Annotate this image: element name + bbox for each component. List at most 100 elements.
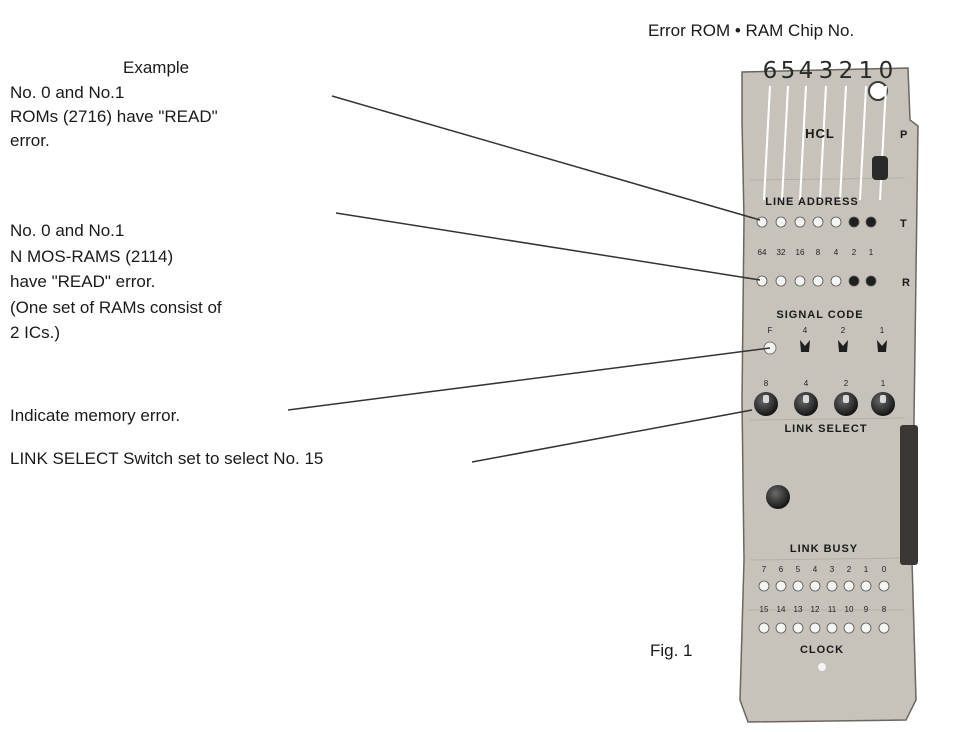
link-busy-number-label: 9 — [864, 605, 869, 614]
chip-digit-5: 5 — [781, 58, 796, 84]
rom-note-line-2: ROMs (2716) have "READ" — [10, 107, 218, 126]
link-busy-number-label: 8 — [882, 605, 887, 614]
signal-code-led — [838, 340, 848, 352]
knob-indicator — [803, 395, 809, 403]
link-select-value-label: 4 — [804, 379, 809, 388]
busy-knob — [766, 485, 790, 509]
figure-caption: Fig. 1 — [650, 641, 693, 660]
link-select-value-label: 1 — [881, 379, 886, 388]
signal-code-led — [800, 340, 810, 352]
example-title: Example — [123, 58, 190, 77]
ram-note-line-2: N MOS-RAMS (2114) — [10, 247, 174, 266]
bit-value-label: 64 — [758, 248, 767, 257]
leader-link-select — [471, 409, 753, 463]
digit-pointer-line — [839, 85, 847, 201]
link-select-knob[interactable] — [794, 392, 818, 416]
line-address-r-led — [794, 275, 806, 287]
leader-ram — [335, 212, 761, 281]
link-busy-number-label: 1 — [864, 565, 869, 574]
knob-indicator — [843, 395, 849, 403]
bit-value-label: 2 — [852, 248, 857, 257]
link-busy-number-label: 15 — [760, 605, 769, 614]
link-busy-number-label: 2 — [847, 565, 852, 574]
chip-digit-6: 6 — [763, 58, 778, 84]
link-busy-led — [878, 580, 890, 592]
bit-value-label: 1 — [869, 248, 874, 257]
clock-led — [818, 663, 826, 671]
link-busy-number-label: 12 — [811, 605, 820, 614]
line-address-t-led — [794, 216, 806, 228]
link-busy-label: LINK BUSY — [790, 543, 858, 555]
link-busy-led — [826, 580, 838, 592]
link-busy-number-label: 13 — [794, 605, 803, 614]
memory-error-note: Indicate memory error. — [10, 406, 181, 425]
link-busy-led — [809, 622, 821, 634]
digit-pointer-line — [763, 85, 771, 201]
link-busy-led — [758, 580, 770, 592]
signal-code-value-label: F — [768, 326, 773, 335]
link-select-knob[interactable] — [871, 392, 895, 416]
link-select-knob[interactable] — [834, 392, 858, 416]
rom-note-line-1: No. 0 and No.1 — [10, 83, 125, 102]
line-address-t-led — [865, 216, 877, 228]
link-busy-number-label: 5 — [796, 565, 801, 574]
clock-label: CLOCK — [800, 644, 844, 656]
signal-code-value-label: 2 — [841, 326, 846, 335]
link-busy-number-label: 10 — [845, 605, 854, 614]
bit-value-label: 8 — [816, 248, 821, 257]
link-busy-led — [792, 622, 804, 634]
bit-value-label: 16 — [796, 248, 805, 257]
line-address-t-led — [848, 216, 860, 228]
link-busy-number-label: 14 — [777, 605, 786, 614]
link-busy-led — [878, 622, 890, 634]
line-address-t-led — [775, 216, 787, 228]
mounting-hole — [868, 81, 888, 101]
link-busy-number-label: 6 — [779, 565, 784, 574]
line-address-r-led — [756, 275, 768, 287]
link-busy-led — [775, 580, 787, 592]
signal-code-value-label: 4 — [803, 326, 808, 335]
line-address-t-led — [830, 216, 842, 228]
link-busy-led — [775, 622, 787, 634]
panel-brand: HCL — [805, 126, 835, 141]
link-select-knob[interactable] — [754, 392, 778, 416]
signal-code-label: SIGNAL CODE — [776, 309, 863, 321]
link-busy-led — [826, 622, 838, 634]
digit-pointer-line — [879, 85, 887, 201]
link-select-value-label: 8 — [764, 379, 769, 388]
digit-pointer-line — [799, 85, 807, 201]
digit-pointer-line — [859, 85, 867, 201]
link-busy-led — [843, 622, 855, 634]
link-busy-led — [860, 622, 872, 634]
link-select-label: LINK SELECT — [784, 423, 867, 435]
line-address-r-led — [848, 275, 860, 287]
link-busy-led — [758, 622, 770, 634]
link-busy-number-label: 0 — [882, 565, 887, 574]
link-busy-number-label: 7 — [762, 565, 767, 574]
reset-switch — [872, 156, 888, 180]
line-address-r-led — [775, 275, 787, 287]
rom-note-line-3: error. — [10, 131, 50, 150]
r-row-label: R — [902, 277, 911, 289]
chip-digit-1: 1 — [859, 58, 874, 84]
leader-lines — [287, 95, 771, 463]
line-address-t-led — [812, 216, 824, 228]
digit-pointer-line — [819, 85, 827, 201]
line-address-r-led — [812, 275, 824, 287]
line-address-r-led — [830, 275, 842, 287]
chip-digit-3: 3 — [819, 58, 834, 84]
side-connector — [900, 425, 918, 565]
digit-pointer-line — [781, 85, 789, 201]
link-busy-number-label: 3 — [830, 565, 835, 574]
link-busy-led — [809, 580, 821, 592]
knob-indicator — [763, 395, 769, 403]
link-busy-number-label: 4 — [813, 565, 818, 574]
link-select-value-label: 2 — [844, 379, 849, 388]
line-address-t-led — [756, 216, 768, 228]
ram-note-line-1: No. 0 and No.1 — [10, 221, 125, 240]
link-busy-led — [860, 580, 872, 592]
ram-note-line-3: have "READ" error. — [10, 272, 156, 291]
bit-value-label: 32 — [777, 248, 786, 257]
ram-note-line-4: (One set of RAMs consist of — [10, 298, 222, 317]
chip-number-heading: Error ROM • RAM Chip No. — [648, 21, 855, 40]
